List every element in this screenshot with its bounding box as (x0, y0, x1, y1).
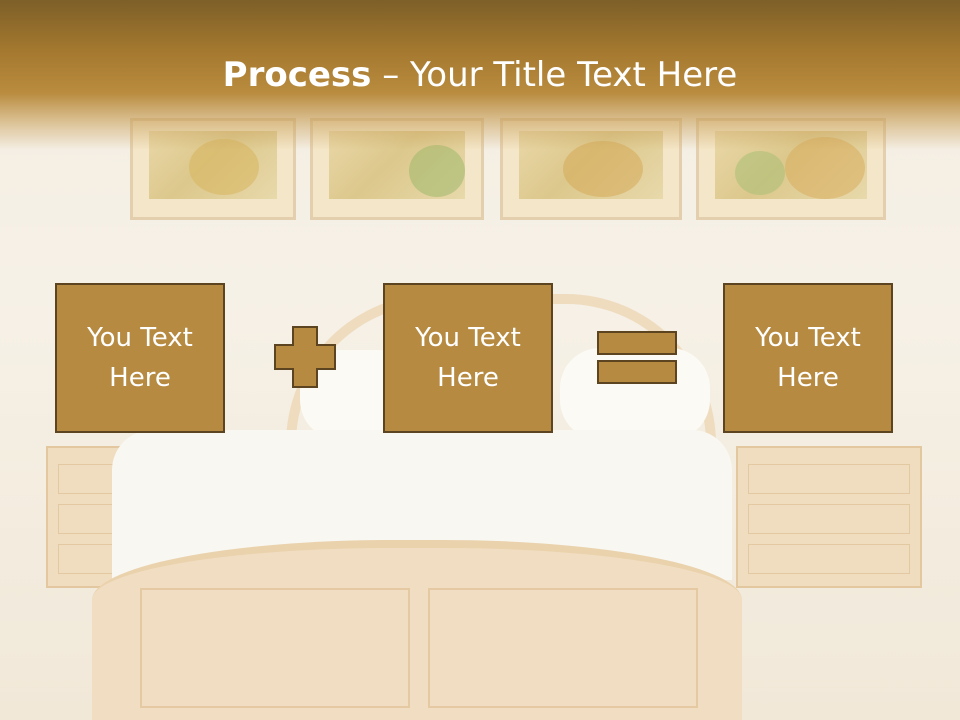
slide-title[interactable]: Process – Your Title Text Here (0, 54, 960, 96)
process-box-text-line1: You Text (755, 323, 861, 353)
process-box-text-line2: Here (109, 363, 171, 393)
process-box-text-line2: Here (437, 363, 499, 393)
picture-frame (696, 118, 886, 220)
title-separator: – (371, 55, 411, 95)
title-bold: Process (222, 55, 372, 95)
footboard (92, 540, 742, 720)
process-box-text-line1: You Text (415, 323, 521, 353)
nightstand-right (736, 446, 922, 588)
title-rest: Your Title Text Here (410, 55, 738, 95)
process-box-1[interactable]: You Text Here (55, 283, 225, 433)
title-band (0, 0, 960, 150)
process-box-text-line2: Here (777, 363, 839, 393)
process-box-text-line1: You Text (87, 323, 193, 353)
process-box-3[interactable]: You Text Here (723, 283, 893, 433)
process-box-2[interactable]: You Text Here (383, 283, 553, 433)
